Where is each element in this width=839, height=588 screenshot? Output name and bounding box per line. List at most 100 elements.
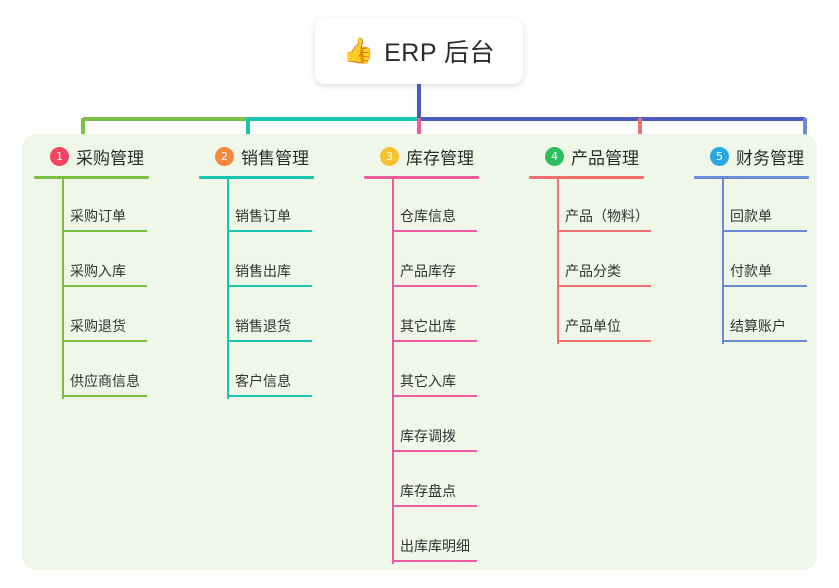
leaf-underline bbox=[227, 340, 312, 342]
leaf-underline bbox=[227, 285, 312, 287]
column-header[interactable]: 2 销售管理 bbox=[199, 144, 314, 168]
leaf-label: 产品单位 bbox=[565, 318, 621, 334]
leaf-item[interactable]: 回款单 bbox=[694, 179, 809, 234]
column-3: 3 库存管理仓库信息产品库存其它出库其它入库库存调拨库存盘点出库库明细 bbox=[364, 144, 479, 564]
leaf-underline bbox=[392, 560, 477, 562]
leaf-connector bbox=[227, 344, 229, 399]
leaf-label: 其它出库 bbox=[400, 318, 456, 334]
leaf-connector bbox=[722, 234, 724, 289]
leaf-underline bbox=[392, 285, 477, 287]
leaf-underline bbox=[392, 340, 477, 342]
leaf-item[interactable]: 销售订单 bbox=[199, 179, 314, 234]
column-underline bbox=[364, 176, 479, 179]
column-5: 5 财务管理回款单付款单结算账户 bbox=[694, 144, 809, 344]
leaf-label: 产品库存 bbox=[400, 263, 456, 279]
leaf-item[interactable]: 客户信息 bbox=[199, 344, 314, 399]
column-items: 回款单付款单结算账户 bbox=[694, 179, 809, 344]
leaf-label: 回款单 bbox=[730, 208, 772, 224]
leaf-item[interactable]: 销售退货 bbox=[199, 289, 314, 344]
leaf-connector bbox=[62, 179, 64, 234]
column-items: 采购订单采购入库采购退货供应商信息 bbox=[34, 179, 149, 399]
column-badge: 3 bbox=[380, 146, 399, 166]
leaf-label: 采购入库 bbox=[70, 263, 126, 279]
leaf-underline bbox=[722, 285, 807, 287]
leaf-label: 采购订单 bbox=[70, 208, 126, 224]
leaf-connector bbox=[392, 344, 394, 399]
leaf-connector bbox=[722, 179, 724, 234]
leaf-underline bbox=[392, 230, 477, 232]
leaf-label: 销售出库 bbox=[235, 263, 291, 279]
leaf-underline bbox=[392, 395, 477, 397]
leaf-item[interactable]: 库存调拨 bbox=[364, 399, 479, 454]
column-badge: 5 bbox=[710, 146, 729, 166]
leaf-underline bbox=[557, 230, 651, 232]
column-underline bbox=[34, 176, 149, 179]
column-badge: 2 bbox=[215, 146, 234, 166]
leaf-item[interactable]: 仓库信息 bbox=[364, 179, 479, 234]
leaf-connector bbox=[392, 289, 394, 344]
leaf-connector bbox=[557, 179, 559, 234]
leaf-connector bbox=[557, 234, 559, 289]
column-header[interactable]: 4 产品管理 bbox=[529, 144, 644, 168]
leaf-item[interactable]: 供应商信息 bbox=[34, 344, 149, 399]
leaf-underline bbox=[227, 230, 312, 232]
root-node[interactable]: 👍 ERP 后台 bbox=[315, 18, 523, 84]
leaf-connector bbox=[392, 234, 394, 289]
leaf-item[interactable]: 其它入库 bbox=[364, 344, 479, 399]
column-badge: 4 bbox=[545, 146, 564, 166]
leaf-underline bbox=[557, 340, 651, 342]
leaf-connector bbox=[392, 179, 394, 234]
column-header[interactable]: 3 库存管理 bbox=[364, 144, 479, 168]
leaf-item[interactable]: 销售出库 bbox=[199, 234, 314, 289]
leaf-connector bbox=[557, 289, 559, 344]
leaf-connector bbox=[62, 289, 64, 344]
diagram-panel bbox=[22, 134, 817, 570]
leaf-item[interactable]: 采购退货 bbox=[34, 289, 149, 344]
leaf-label: 仓库信息 bbox=[400, 208, 456, 224]
leaf-underline bbox=[62, 230, 147, 232]
leaf-item[interactable]: 产品单位 bbox=[529, 289, 651, 344]
leaf-connector bbox=[392, 454, 394, 509]
column-items: 销售订单销售出库销售退货客户信息 bbox=[199, 179, 314, 399]
leaf-connector bbox=[62, 234, 64, 289]
column-title: 库存管理 bbox=[406, 148, 474, 168]
leaf-label: 客户信息 bbox=[235, 373, 291, 389]
leaf-underline bbox=[62, 340, 147, 342]
leaf-label: 采购退货 bbox=[70, 318, 126, 334]
column-underline bbox=[529, 176, 644, 179]
leaf-underline bbox=[722, 340, 807, 342]
leaf-label: 销售退货 bbox=[235, 318, 291, 334]
leaf-item[interactable]: 产品库存 bbox=[364, 234, 479, 289]
leaf-underline bbox=[62, 285, 147, 287]
leaf-item[interactable]: 结算账户 bbox=[694, 289, 809, 344]
leaf-underline bbox=[722, 230, 807, 232]
column-header[interactable]: 5 财务管理 bbox=[694, 144, 809, 168]
leaf-item[interactable]: 产品分类 bbox=[529, 234, 651, 289]
leaf-underline bbox=[62, 395, 147, 397]
leaf-item[interactable]: 付款单 bbox=[694, 234, 809, 289]
column-items: 产品（物料） 产品分类产品单位 bbox=[529, 179, 651, 344]
leaf-item[interactable]: 采购订单 bbox=[34, 179, 149, 234]
leaf-label: 供应商信息 bbox=[70, 373, 140, 389]
column-4: 4 产品管理产品（物料） 产品分类产品单位 bbox=[529, 144, 651, 344]
leaf-item[interactable]: 出库库明细 bbox=[364, 509, 479, 564]
column-title: 销售管理 bbox=[241, 148, 309, 168]
leaf-label: 产品（物料） bbox=[565, 208, 649, 224]
column-title: 财务管理 bbox=[736, 148, 804, 168]
leaf-label: 库存盘点 bbox=[400, 483, 456, 499]
column-title: 产品管理 bbox=[571, 148, 639, 168]
leaf-item[interactable]: 库存盘点 bbox=[364, 454, 479, 509]
column-underline bbox=[694, 176, 809, 179]
leaf-connector bbox=[392, 509, 394, 564]
column-items: 仓库信息产品库存其它出库其它入库库存调拨库存盘点出库库明细 bbox=[364, 179, 479, 564]
column-title: 采购管理 bbox=[76, 148, 144, 168]
leaf-item[interactable]: 产品（物料） bbox=[529, 179, 651, 234]
leaf-connector bbox=[227, 289, 229, 344]
thumbs-up-icon: 👍 bbox=[342, 36, 375, 65]
leaf-item[interactable]: 其它出库 bbox=[364, 289, 479, 344]
leaf-underline bbox=[557, 285, 651, 287]
leaf-underline bbox=[227, 395, 312, 397]
leaf-item[interactable]: 采购入库 bbox=[34, 234, 149, 289]
